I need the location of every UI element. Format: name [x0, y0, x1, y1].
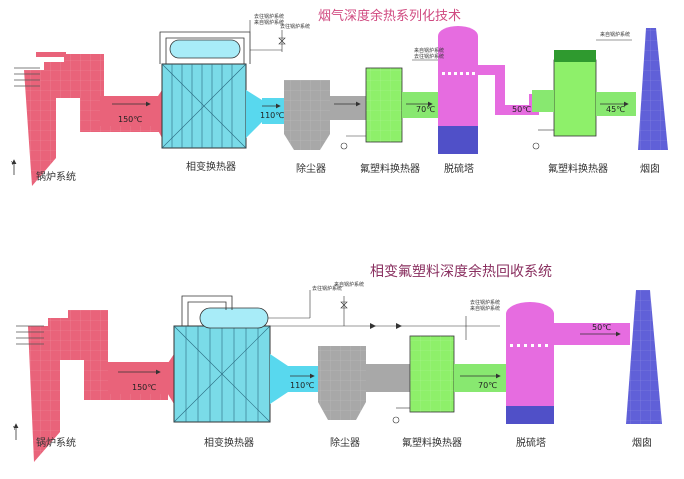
top-pump-icon — [340, 142, 348, 150]
bottom-temp-4: 50℃ — [592, 323, 611, 332]
bottom-dust-label: 除尘器 — [330, 436, 360, 449]
bottom-valve-icon-2 — [370, 323, 376, 329]
top-temp-3: 70℃ — [416, 105, 435, 114]
top-steam-drum — [169, 39, 241, 59]
top-up-arrow-icon: Y — [10, 159, 17, 175]
bottom-note-4: 来自锅炉系统 — [470, 305, 500, 312]
top-note-5: 去往锅炉系统 — [414, 53, 444, 60]
top-boiler-coil — [14, 67, 40, 87]
bottom-note-1: 去往锅炉系统 — [312, 285, 342, 292]
bottom-steam-drum — [199, 307, 269, 329]
bottom-fluoro-exchanger: 氟塑料换热器 — [392, 335, 462, 449]
top-pump-icon-2 — [532, 142, 540, 150]
top-flue-duct-3 — [330, 96, 366, 120]
bottom-flue-duct-2 — [288, 366, 318, 392]
bottom-diagram: 相变氟塑料深度余热回收系统 锅炉系统 Y 150℃ — [12, 263, 662, 462]
bottom-phase-hx-label: 相变换热器 — [204, 436, 254, 449]
bottom-dust-collector: 除尘器 — [318, 346, 366, 449]
bottom-pump-icon — [392, 416, 400, 424]
top-desulf-label: 脱硫塔 — [444, 162, 474, 175]
bottom-valve-icon — [340, 301, 348, 309]
top-note-1: 去往锅炉系统 — [254, 13, 284, 20]
top-dust-collector: 除尘器 — [284, 80, 330, 175]
bottom-stack: 烟囱 — [626, 290, 662, 449]
top-note-4: 来自锅炉系统 — [414, 47, 444, 54]
top-diagram: 烟气深度余热系列化技术 锅炉系统 Y 150℃ — [10, 8, 668, 186]
bottom-temp-3: 70℃ — [478, 381, 497, 390]
bottom-temp-2: 110℃ — [290, 381, 314, 390]
top-desulfurization-tower: 脱硫塔 — [438, 26, 478, 175]
bottom-note-3: 去往锅炉系统 — [470, 299, 500, 306]
svg-text:Y: Y — [12, 426, 17, 432]
top-note-3: 去往锅炉系统 — [280, 23, 310, 30]
top-temp-2: 110℃ — [260, 111, 284, 120]
bottom-note-2: 来自锅炉系统 — [334, 281, 364, 288]
top-fluoro-exchanger: 氟塑料换热器 — [340, 67, 420, 175]
bottom-fluoro-hx-label: 氟塑料换热器 — [402, 436, 462, 449]
bottom-boiler-label: 锅炉系统 — [36, 436, 76, 449]
top-fluoro-exchanger-2: 氟塑料换热器 — [532, 50, 608, 175]
top-dust-label: 除尘器 — [296, 162, 326, 175]
top-temp-5: 45℃ — [606, 105, 625, 114]
bottom-valve-icon-3 — [396, 323, 402, 329]
top-title: 烟气深度余热系列化技术 — [318, 8, 461, 24]
top-boiler: 锅炉系统 Y — [10, 52, 162, 186]
bottom-flue-duct-3 — [366, 364, 410, 392]
top-fluoro-hx-label: 氟塑料换热器 — [360, 162, 420, 175]
top-stack-label: 烟囱 — [640, 162, 660, 175]
bottom-title: 相变氟塑料深度余热回收系统 — [370, 263, 552, 280]
bottom-boiler: 锅炉系统 Y — [12, 310, 168, 462]
top-valve-icon — [278, 37, 286, 45]
top-note-2: 来自锅炉系统 — [254, 19, 284, 26]
top-stack: 烟囱 — [638, 28, 668, 175]
top-flue-duct-5 — [532, 90, 554, 112]
top-temp-1: 150℃ — [118, 115, 142, 124]
top-temp-4: 50℃ — [512, 105, 531, 114]
bottom-stack-label: 烟囱 — [632, 436, 652, 449]
bottom-desulfurization-tower: 脱硫塔 — [506, 302, 554, 449]
top-fluoro-hx2-label: 氟塑料换热器 — [548, 162, 608, 175]
svg-text:Y: Y — [10, 161, 15, 167]
bottom-temp-1: 150℃ — [132, 383, 156, 392]
top-phase-hx-label: 相变换热器 — [186, 160, 236, 173]
top-boiler-label: 锅炉系统 — [36, 170, 76, 183]
bottom-phase-change-exchanger: 相变换热器 — [158, 295, 288, 449]
top-phase-change-exchanger: 相变换热器 — [148, 31, 262, 173]
bottom-desulf-label: 脱硫塔 — [516, 436, 546, 449]
top-note-6: 来自锅炉系统 — [600, 31, 630, 38]
bottom-up-arrow-icon: Y — [12, 423, 19, 440]
bottom-boiler-coil — [16, 325, 44, 345]
